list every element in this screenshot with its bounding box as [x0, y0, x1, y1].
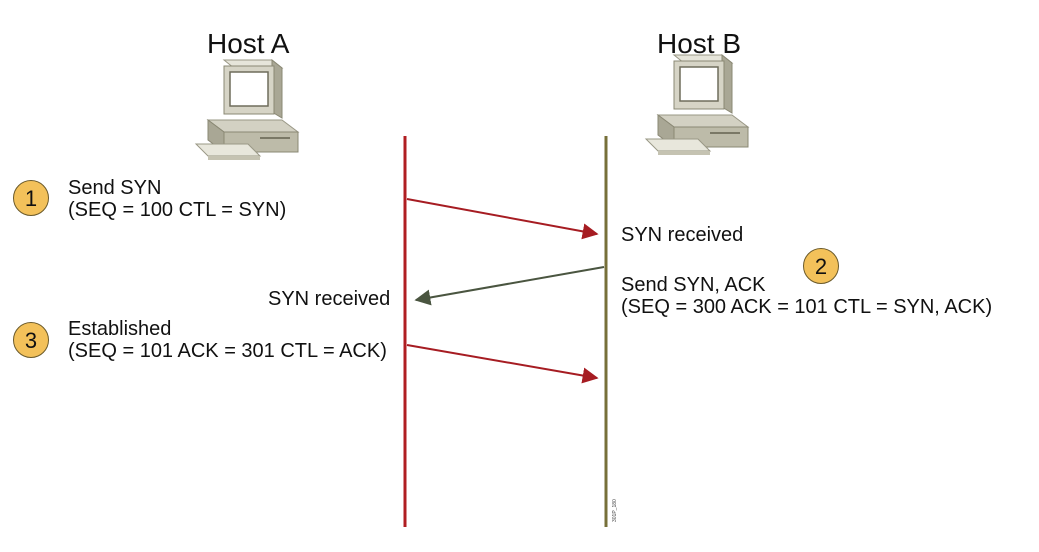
step-2-text: Send SYN, ACK (SEQ = 300 ACK = 101 CTL =…: [621, 274, 992, 318]
host-a-computer-icon: [194, 58, 300, 160]
host-a-label: Host A: [207, 28, 290, 59]
step-2-title: Send SYN, ACK: [621, 274, 766, 296]
syn-ack-arrow: [414, 266, 605, 306]
host-b-syn-received: SYN received: [621, 224, 744, 246]
step-1-text: Send SYN (SEQ = 100 CTL = SYN): [68, 177, 286, 221]
step-3-detail: (SEQ = 101 ACK = 301 CTL = ACK): [68, 340, 387, 362]
step-2-badge: 2: [803, 248, 839, 284]
step-2-detail: (SEQ = 300 ACK = 101 CTL = SYN, ACK): [621, 296, 993, 318]
ack-arrow: [406, 344, 599, 384]
figure-code: 301P_180: [612, 499, 618, 522]
step-3-badge: 3: [13, 322, 49, 358]
step-3-title: Established: [68, 318, 172, 340]
step-1-badge: 1: [13, 180, 49, 216]
step-3-text: Established (SEQ = 101 ACK = 301 CTL = A…: [68, 318, 387, 362]
host-b-label: Host B: [657, 28, 742, 59]
step-1-detail: (SEQ = 100 CTL = SYN): [68, 199, 287, 221]
host-a-syn-received: SYN received: [268, 288, 391, 310]
host-b-computer-icon: [644, 53, 750, 155]
syn-arrow: [406, 198, 599, 240]
step-1-title: Send SYN: [68, 177, 162, 199]
